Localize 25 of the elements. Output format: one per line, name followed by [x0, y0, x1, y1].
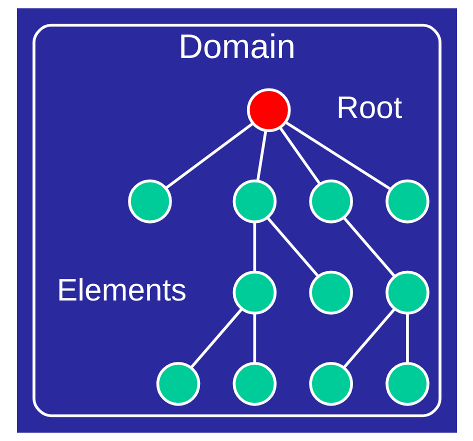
node-circle [385, 179, 429, 224]
node-circle [246, 88, 290, 132]
node-label: Root [336, 90, 402, 126]
connector [406, 313, 408, 364]
connector [342, 308, 396, 369]
label: Elements [56, 272, 186, 308]
connector [164, 122, 254, 190]
connector [256, 130, 267, 182]
connector [342, 216, 396, 278]
connector [189, 308, 242, 369]
connector [266, 216, 319, 278]
node-circle [232, 362, 276, 406]
node-circle [232, 270, 276, 315]
node-circle [308, 179, 353, 224]
node-circle [156, 362, 200, 406]
connector [252, 313, 256, 364]
connector [278, 126, 320, 185]
connector [284, 121, 392, 191]
node-circle [308, 362, 353, 406]
node-circle [385, 270, 429, 315]
connector [252, 222, 256, 272]
node-circle [128, 179, 172, 224]
node-circle [308, 270, 353, 315]
node-circle [385, 362, 429, 406]
node-circle [232, 179, 276, 224]
